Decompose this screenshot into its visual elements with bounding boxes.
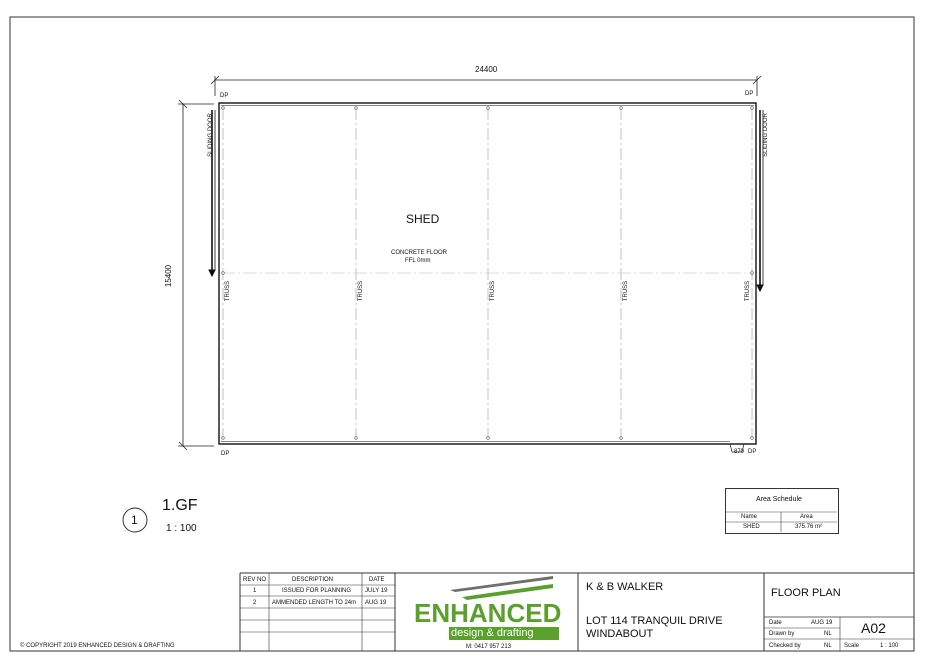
rev-header-description: DESCRIPTION: [292, 577, 334, 583]
width-dimension-text: 24400: [475, 65, 498, 74]
sliding-door-right: [756, 110, 764, 293]
sheet-title: FLOOR PLAN: [771, 587, 841, 599]
area-schedule-header-area: Area: [800, 514, 813, 520]
area-schedule: [725, 488, 839, 534]
downpipe-notch: [729, 443, 745, 453]
checked-by-label: Checked by: [769, 643, 801, 649]
dp-label-bottom-left: DP: [221, 451, 230, 457]
rev-header-date: DATE: [369, 577, 385, 583]
truss-lines: [222, 108, 753, 439]
depth-dimension-text: 15400: [164, 264, 174, 288]
truss-label: TRUSS: [623, 280, 630, 302]
view-marker-scale: 1 : 100: [166, 523, 197, 534]
rev-row-1-no: 1: [253, 588, 257, 594]
project-address-line1: LOT 114 TRANQUIL DRIVE: [586, 615, 723, 627]
scale-value: 1 : 100: [880, 643, 899, 649]
rev-row-1-date: JULY 19: [365, 588, 388, 594]
project-address-line2: WINDABOUT: [586, 628, 654, 640]
rev-row-1-desc: ISSUED FOR PLANNING: [282, 588, 352, 594]
company-name: ENHANCED: [414, 598, 562, 628]
floor-note-line2: FFL 0mm: [405, 258, 431, 264]
dp-label-bottom-right: DP: [748, 449, 757, 455]
truss-label: TRUSS: [358, 280, 365, 302]
floor-note-line1: CONCRETE FLOOR: [391, 250, 448, 256]
area-schedule-row-name: SHED: [743, 524, 760, 530]
shed-outline: [218, 102, 757, 445]
view-marker-name: 1.GF: [162, 497, 198, 514]
title-block-lines: [239, 572, 914, 651]
area-schedule-grid: [725, 511, 837, 532]
drawn-by-label: Drawn by: [769, 631, 795, 637]
view-marker-number: 1: [131, 513, 138, 527]
offset-dimension-text: 870: [734, 449, 745, 455]
truss-label: TRUSS: [225, 280, 232, 302]
date-value: AUG 19: [811, 620, 833, 626]
sliding-door-left: [208, 110, 216, 278]
rev-row-2-desc: AMMENDED LENGTH TO 24m: [272, 600, 357, 606]
area-schedule-title: Area Schedule: [756, 496, 802, 503]
depth-dimension-line: [178, 99, 214, 451]
rev-header-no: REV NO: [243, 577, 267, 583]
width-dimension-line: [210, 75, 762, 96]
dp-label-top-right: DP: [745, 91, 754, 97]
sliding-door-left-label: SLIDING DOOR: [207, 113, 214, 157]
column-markers: [221, 106, 754, 440]
dp-label-top-left: DP: [220, 93, 229, 99]
rev-row-2-no: 2: [253, 600, 257, 606]
date-label: Date: [769, 620, 782, 626]
area-schedule-header-name: Name: [741, 514, 758, 520]
company-logo-graphic: [449, 576, 559, 640]
truss-label: TRUSS: [490, 280, 497, 302]
sheet-number: A02: [861, 620, 886, 636]
sheet-border: [9, 16, 915, 652]
rev-row-2-date: AUG 19: [365, 600, 387, 606]
sliding-door-right-label: SLIDING DOOR: [762, 113, 769, 157]
client-name: K & B WALKER: [586, 581, 664, 593]
view-marker-circle: [122, 507, 148, 533]
company-phone: M: 0417 957 213: [466, 644, 512, 650]
truss-label: TRUSS: [745, 280, 752, 302]
room-name: SHED: [406, 212, 440, 226]
scale-label: Scale: [844, 643, 860, 649]
area-schedule-row-area: 375.76 m²: [795, 524, 823, 530]
checked-by-value: NL: [824, 643, 832, 649]
copyright-note: © COPYRIGHT 2019 ENHANCED DESIGN & DRAFT…: [20, 643, 175, 649]
drawn-by-value: NL: [824, 631, 832, 637]
company-tagline: design & drafting: [451, 627, 534, 639]
